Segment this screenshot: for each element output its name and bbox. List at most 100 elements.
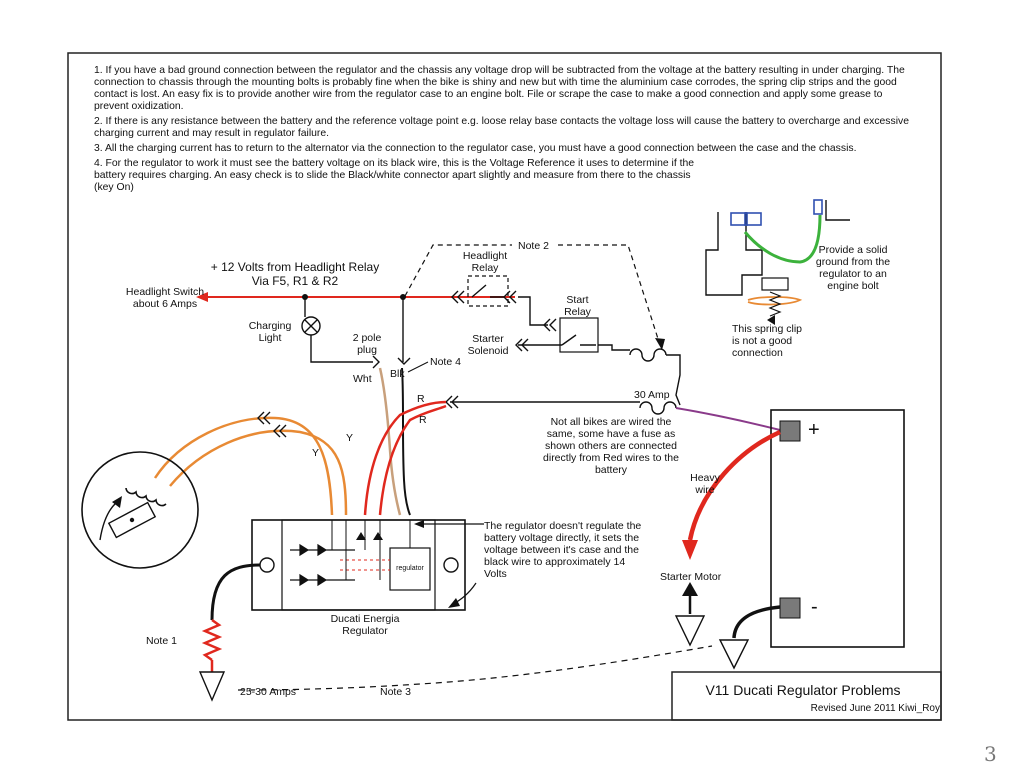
black-wire-to-regulator: [401, 367, 411, 516]
heavy-wire: [687, 429, 781, 541]
regulator-note-arrowhead-1: [414, 520, 424, 528]
alternator-arrow-head: [112, 496, 122, 508]
spring-clip-spring: [768, 291, 782, 317]
heavy-wire-label-2: wire: [695, 484, 715, 496]
note-2-text: 2. If there is any resistance between th…: [94, 116, 909, 139]
stator-wire-a: [153, 416, 334, 516]
headlight-switch-label-1: Headlight Switch: [125, 286, 205, 298]
battery-ground-wire: [732, 605, 781, 639]
note1-label: Note 1: [146, 635, 177, 647]
regulator-module-label: regulator: [396, 565, 424, 572]
diagram-title: V11 Ducati Regulator Problems: [705, 682, 901, 698]
regulator-diodes-top: [356, 532, 383, 540]
starter-up-arrow: [682, 582, 698, 596]
regulator-mount-left: [259, 557, 275, 573]
fuse-top: [629, 348, 667, 362]
ducati-label-1: Ducati Energia: [330, 613, 400, 625]
fuse-30-amp: [639, 401, 677, 415]
regulator-ground-symbol: [198, 671, 226, 702]
alternator: [81, 451, 199, 569]
y-label-1: Y: [346, 432, 354, 444]
note-1-text: 1. If you have a bad ground connection b…: [94, 65, 905, 112]
charging-light-label-2: Light: [258, 332, 282, 344]
regulator-module: [389, 547, 431, 591]
regulator-note-arrowhead-2: [448, 598, 460, 608]
starter-ground-symbol: [674, 615, 706, 647]
note2-arrow: [655, 338, 665, 350]
start-relay-label-2: Relay: [564, 306, 591, 318]
spring-clip-label-1: This spring clip: [732, 323, 803, 335]
alternator-rotor-dot: [129, 517, 135, 523]
headlight-relay-label-2: Relay: [471, 262, 499, 274]
starter-motor-label: Starter Motor: [660, 571, 722, 583]
alternator-coil: [125, 487, 167, 507]
battery-ground-symbol: [718, 639, 750, 670]
regulator-case-inner: [281, 519, 436, 611]
regulator-mount-right: [443, 557, 459, 573]
ground-label-4: engine bolt: [827, 280, 879, 292]
start-relay-contact: [561, 334, 596, 346]
diode-bridge: [290, 543, 355, 587]
note-4-text: 4. For the regulator to work it must see…: [94, 158, 695, 193]
regulator-bracket: [705, 212, 763, 296]
spring-clip-arrow: [767, 315, 775, 325]
note-3-text: 3. All the charging current has to retur…: [94, 143, 857, 154]
solenoid-connector: [515, 338, 529, 352]
battery-plus-label: +: [808, 419, 820, 441]
headlight-switch-label-2: about 6 Amps: [132, 298, 198, 310]
via-label: Via F5, R1 & R2: [251, 274, 339, 288]
stator-connector: [257, 411, 287, 438]
purple-wire: [675, 407, 781, 431]
plug-label-2: plug: [357, 344, 377, 356]
revised-label: Revised June 2011 Kiwi_Roy: [810, 703, 940, 714]
spring-clip-label-3: connection: [732, 347, 783, 359]
ground-label-2: ground from the: [815, 256, 891, 268]
spring-clip: [747, 296, 803, 306]
regulator-case: [251, 519, 466, 611]
spring-clip-body: [761, 277, 789, 291]
regulator-internal-wires: [331, 520, 411, 580]
notes-block: 1. If you have a bad ground connection b…: [94, 65, 910, 197]
charging-light-return: [310, 335, 373, 363]
r-label-2: R: [419, 414, 427, 426]
heavy-wire-arrow: [682, 540, 698, 560]
fuse-link-wire: [666, 354, 681, 406]
note4-label: Note 4: [430, 356, 461, 368]
r-label-1: R: [417, 393, 425, 405]
battery-plus-terminal: [779, 420, 801, 442]
wht-label: Wht: [353, 373, 372, 385]
battery-minus-terminal: [779, 597, 801, 619]
not-all-bikes-label: Not all bikes are wired the same, some h…: [543, 416, 679, 476]
page-border: [67, 52, 942, 721]
title-box: [671, 671, 942, 721]
ground-label-3: regulator to an: [819, 268, 887, 280]
white-wire: [378, 367, 402, 516]
ground-resistor: [201, 618, 223, 662]
plug-label-1: 2 pole: [352, 332, 382, 344]
spring-clip-label-2: is not a good: [732, 335, 793, 347]
starter-solenoid-label-2: Solenoid: [467, 345, 509, 357]
note4-pointer: [407, 361, 429, 373]
note2-dash-line: [404, 244, 661, 346]
amps-label: 25-30 Amps: [240, 686, 297, 698]
charging-light-label-1: Charging: [248, 320, 292, 332]
note3-dashed-return: [237, 645, 713, 691]
red-wire-b: [378, 404, 447, 516]
amp30-label: 30 Amp: [634, 389, 670, 401]
diode-dashed: [340, 559, 390, 571]
battery-minus-label: -: [811, 596, 818, 618]
plug-left: [372, 355, 380, 369]
headlight-relay-connector: [451, 290, 465, 304]
green-ground-wire: [743, 214, 822, 264]
alternator-rotation-arrow: [99, 499, 121, 541]
alternator-rotor: [107, 501, 157, 539]
stator-wire-b: [169, 429, 348, 516]
headlight-relay-contact: [471, 284, 504, 298]
start-relay-connector: [543, 318, 557, 332]
headlight-arrow: [196, 292, 208, 302]
start-relay-label-1: Start: [566, 294, 589, 306]
page-mark: 3: [984, 742, 997, 766]
red-wire-a: [363, 400, 447, 516]
ground-clip-2: [744, 212, 762, 226]
